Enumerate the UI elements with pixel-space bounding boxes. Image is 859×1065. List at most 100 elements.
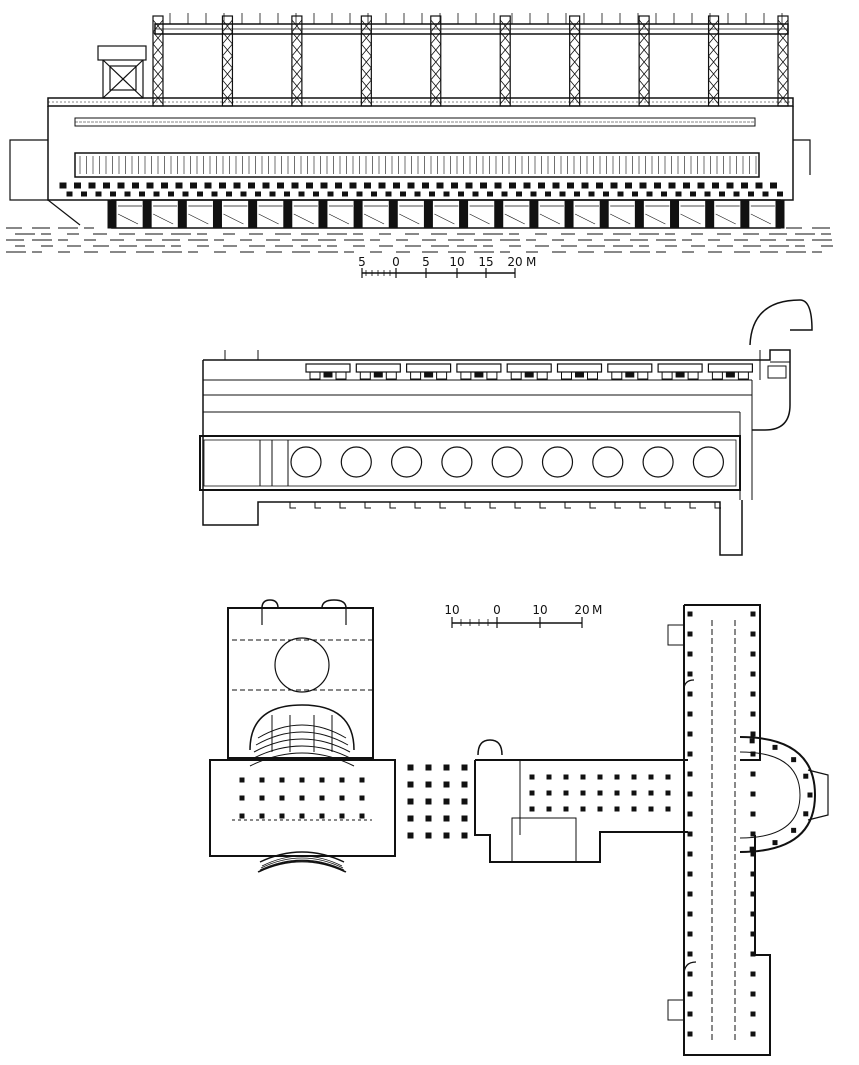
column — [299, 813, 305, 819]
column — [648, 774, 654, 780]
square-window — [211, 191, 218, 197]
scale-tick-label: 20 — [507, 255, 522, 269]
bay-pier — [670, 199, 680, 229]
bay-hatch — [399, 213, 420, 225]
square-window — [733, 191, 740, 197]
hall-columns — [239, 777, 365, 819]
square-window — [240, 191, 247, 197]
column — [687, 931, 693, 937]
column — [750, 931, 756, 937]
square-window — [103, 182, 110, 189]
column — [687, 951, 693, 957]
column — [597, 774, 603, 780]
square-window — [182, 191, 189, 197]
column — [750, 631, 756, 637]
gantry-pins — [169, 13, 783, 24]
column — [750, 1031, 756, 1037]
scale-tick-label: 5 — [422, 255, 430, 269]
column — [259, 777, 265, 783]
square-window — [567, 182, 574, 189]
column — [687, 891, 693, 897]
gantry-column — [638, 15, 650, 107]
bay-pier — [388, 199, 398, 229]
column — [425, 798, 432, 805]
column — [461, 764, 468, 771]
column — [807, 792, 813, 798]
square-window — [755, 182, 763, 189]
column — [750, 691, 756, 697]
square-window — [472, 191, 479, 197]
column — [614, 806, 620, 812]
square-window — [248, 182, 255, 189]
water-lines — [6, 227, 833, 253]
bay-pier — [529, 199, 539, 229]
column — [750, 611, 756, 617]
scale-tick-label: 20 — [574, 603, 589, 617]
elevation-scale-bar: 5 0 5 10 15 20 М — [358, 255, 536, 278]
scale-unit: М — [526, 255, 536, 269]
column — [563, 806, 569, 812]
column — [687, 791, 693, 797]
buttress — [514, 502, 521, 509]
square-window — [538, 182, 545, 189]
column — [665, 806, 671, 812]
column — [648, 806, 654, 812]
square-window — [762, 191, 769, 197]
gantry-column — [291, 15, 303, 107]
bay-pier — [142, 199, 152, 229]
gantry-column — [360, 15, 372, 107]
square-window — [588, 191, 595, 197]
column — [546, 790, 552, 796]
column — [239, 795, 245, 801]
column — [750, 991, 756, 997]
column — [563, 790, 569, 796]
square-window — [443, 191, 450, 197]
theatre-building-plan — [209, 599, 468, 873]
column — [750, 1011, 756, 1017]
square-window — [603, 191, 609, 197]
column — [750, 871, 756, 877]
column — [791, 757, 797, 763]
generator-unit — [607, 363, 653, 380]
buttress — [564, 502, 571, 509]
column — [461, 798, 468, 805]
step — [258, 861, 346, 873]
bay-hatch — [363, 213, 385, 225]
square-window — [226, 191, 232, 197]
column — [425, 815, 432, 822]
column — [259, 795, 265, 801]
column — [687, 831, 693, 837]
column — [580, 774, 586, 780]
column — [359, 777, 365, 783]
column — [803, 811, 809, 817]
column — [319, 795, 325, 801]
square-window — [110, 191, 116, 197]
column — [687, 851, 693, 857]
generator-unit — [657, 363, 703, 380]
square-window — [66, 191, 73, 197]
scale-tick-label: 0 — [392, 255, 400, 269]
square-window — [168, 191, 174, 197]
square-window — [675, 191, 682, 197]
square-window — [400, 191, 406, 197]
column — [750, 771, 756, 777]
square-window — [74, 182, 81, 189]
generator-unit — [406, 363, 452, 380]
column — [687, 751, 693, 757]
gantry-column — [221, 15, 234, 107]
column — [750, 971, 756, 977]
square-window — [190, 182, 197, 189]
column — [359, 813, 365, 819]
bay-pier — [423, 199, 433, 229]
square-window — [697, 182, 705, 189]
square-window — [255, 191, 261, 197]
column — [546, 806, 552, 812]
seat-row — [257, 724, 347, 739]
square-window — [269, 191, 276, 197]
turbine-hall-plan — [199, 299, 813, 556]
column — [687, 651, 693, 657]
bay-hatch — [680, 213, 701, 225]
colonnade — [407, 764, 468, 839]
square-window — [385, 191, 392, 197]
column — [749, 846, 755, 852]
